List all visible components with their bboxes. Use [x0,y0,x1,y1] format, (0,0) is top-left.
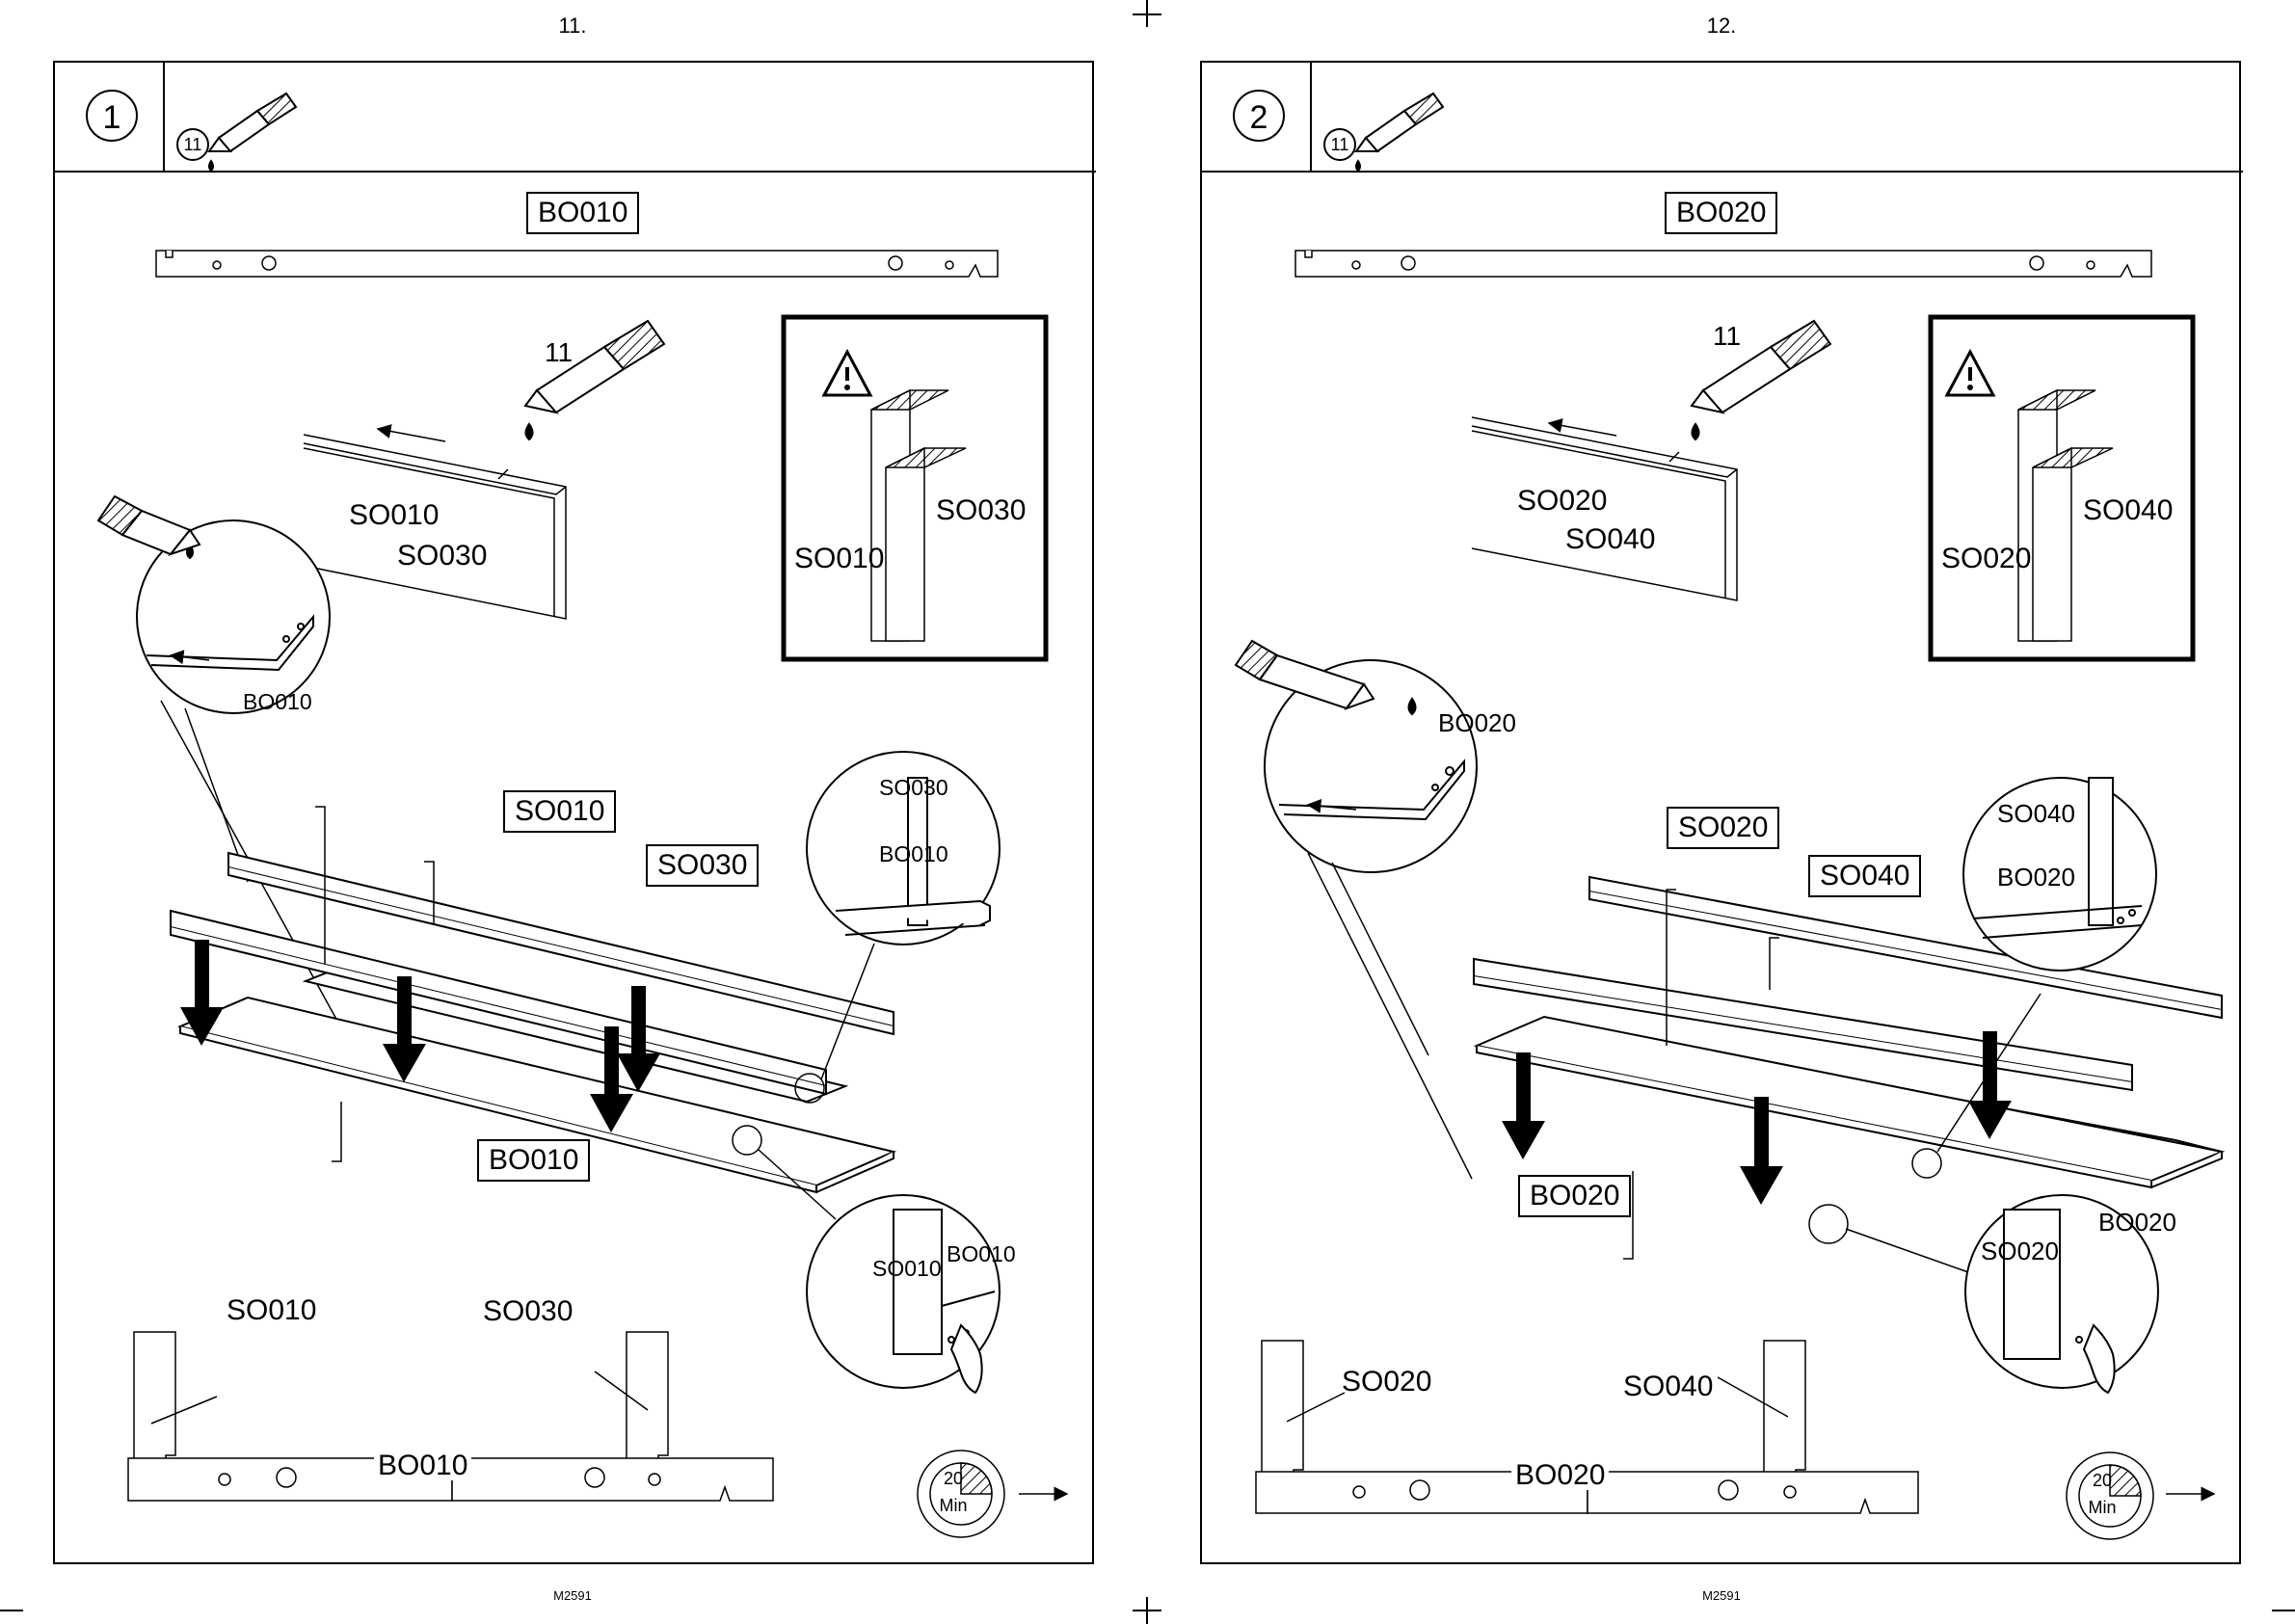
glue-part-number: 11 [176,128,209,161]
part-label-box: SO040 [1808,855,1921,897]
part-label: SO040 [1565,525,1655,554]
part-label: SO020 [1941,545,2031,573]
document-code: M2591 [476,1588,669,1603]
page-number: 11. [476,13,669,39]
part-label-box: BO010 [477,1139,590,1182]
part-label: BO010 [243,691,312,713]
part-label-box: BO010 [526,192,639,234]
part-label: SO010 [872,1258,942,1280]
glue-part-number: 11 [1323,128,1356,161]
warning-box [784,317,1046,659]
rail-drawing [156,251,998,277]
part-label: SO010 [349,501,439,530]
timer-icon [918,1451,1067,1537]
timer-unit: Min [2083,1499,2122,1516]
glue-tube-icon [98,496,200,554]
part-label: BO010 [374,1451,471,1480]
part-label-box: SO010 [503,790,616,833]
crop-mark [2272,1610,2295,1611]
part-label: SO020 [1517,487,1607,516]
part-label: SO030 [397,542,487,571]
part-label-box: BO020 [1518,1175,1631,1217]
assembly-step-panel: 1 11 BO010 11 SO010 SO030 SO010 SO030 BO… [53,61,1094,1564]
part-label: SO030 [483,1297,573,1326]
part-label: SO040 [1623,1372,1713,1401]
part-label: BO010 [879,843,948,865]
crop-mark [0,1610,23,1611]
part-label-box: BO020 [1665,192,1777,234]
page-number: 12. [1625,13,1818,39]
part-label: BO020 [2098,1210,2176,1235]
timer-minutes: 20 [934,1470,973,1487]
part-label: SO040 [2083,496,2173,525]
part-label: SO030 [879,777,948,799]
part-label: SO040 [1997,801,2075,826]
detail-zoom-circle [807,1195,1000,1393]
part-label: BO010 [947,1243,1016,1265]
glue-label: 11 [545,339,573,366]
timer-minutes: 20 [2083,1472,2122,1489]
assembly-step-panel: 2 11 BO020 11 SO020 SO040 SO020 SO040 BO… [1200,61,2241,1564]
part-label: SO020 [1981,1238,2059,1264]
part-label: SO030 [936,496,1026,525]
crop-mark [1133,13,1161,15]
warning-box [1931,317,2193,659]
part-label: BO020 [1438,710,1516,735]
part-label-box: SO030 [646,844,759,887]
part-label: SO010 [794,545,884,573]
part-label: SO010 [227,1296,316,1325]
part-label: BO020 [1997,865,2075,890]
document-code: M2591 [1625,1588,1818,1603]
part-label: SO020 [1342,1368,1431,1397]
timer-icon [2067,1452,2214,1539]
part-label-box: SO020 [1667,807,1779,849]
timer-unit: Min [934,1497,973,1514]
part-label: BO020 [1511,1461,1609,1490]
step-number: 1 [86,90,138,142]
step-number: 2 [1233,90,1285,142]
glue-tube-icon [209,93,296,171]
glue-tube-icon [1356,93,1443,171]
detail-zoom-circle [1265,660,1477,1179]
glue-label: 11 [1713,323,1741,350]
crop-mark [1133,1610,1161,1611]
rail-drawing [1295,251,2151,277]
